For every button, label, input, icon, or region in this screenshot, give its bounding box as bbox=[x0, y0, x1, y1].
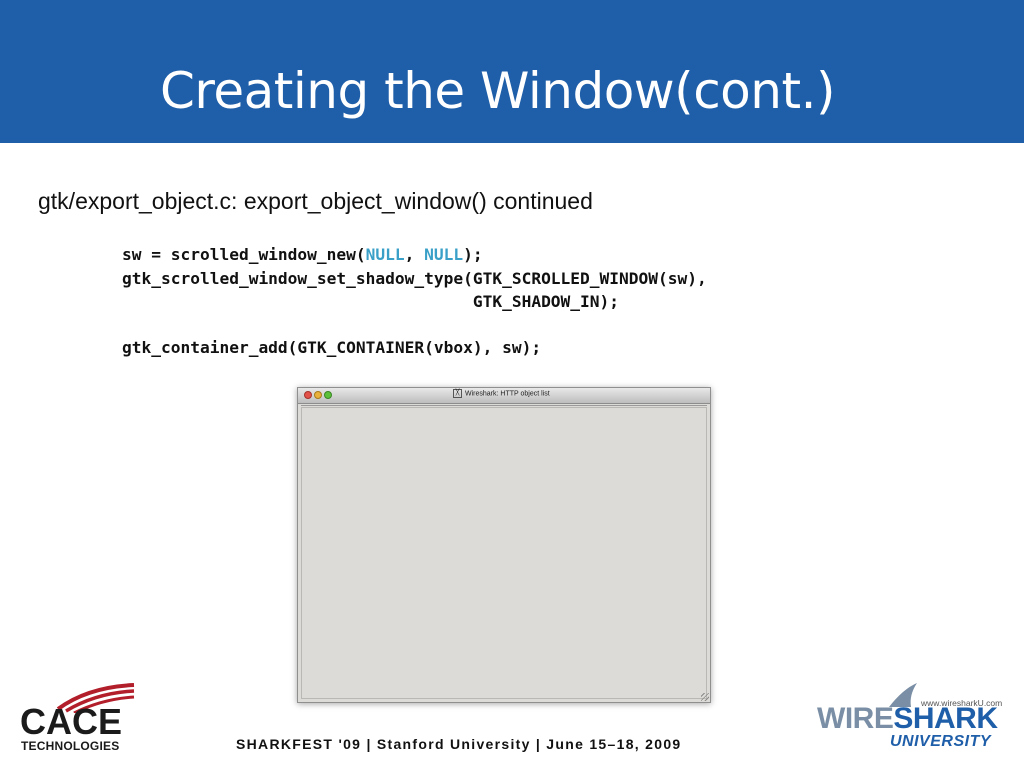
window-titlebar[interactable]: ╳Wireshark: HTTP object list bbox=[298, 388, 710, 404]
x11-icon: ╳ bbox=[453, 389, 462, 398]
slide-title: Creating the Window(cont.) bbox=[160, 62, 835, 120]
code-line-4: gtk_container_add(GTK_CONTAINER(vbox), s… bbox=[122, 337, 542, 357]
code-block: sw = scrolled_window_new(NULL, NULL); gt… bbox=[122, 243, 707, 359]
shark-fin-icon bbox=[889, 683, 917, 707]
close-button[interactable] bbox=[304, 391, 312, 399]
title-bar bbox=[0, 0, 1024, 143]
footer-text: SHARKFEST '09 | Stanford University | Ju… bbox=[236, 736, 682, 752]
cace-name: CACE bbox=[20, 701, 123, 742]
zoom-button[interactable] bbox=[324, 391, 332, 399]
wireshark-url: www.wiresharkU.com bbox=[921, 698, 1003, 708]
code-line-3: GTK_SHADOW_IN); bbox=[122, 292, 620, 311]
code-line-1: sw = scrolled_window_new(NULL, NULL); bbox=[122, 245, 483, 264]
window-title: ╳Wireshark: HTTP object list bbox=[453, 389, 550, 398]
slide-subtitle: gtk/export_object.c: export_object_windo… bbox=[38, 188, 593, 214]
cace-swoosh-icon bbox=[56, 683, 135, 713]
wireshark-university: UNIVERSITY bbox=[890, 733, 992, 750]
cace-logo: CACE TECHNOLOGIES bbox=[18, 683, 138, 755]
wireshark-name: WIRESHARK bbox=[817, 702, 998, 735]
wireshark-university-logo: www.wiresharkU.com WIRESHARK UNIVERSITY bbox=[815, 683, 1010, 755]
code-blank-line bbox=[122, 314, 707, 336]
minimize-button[interactable] bbox=[314, 391, 322, 399]
resize-grip-icon[interactable] bbox=[701, 693, 709, 701]
scrolled-window-area[interactable] bbox=[301, 407, 707, 699]
window-separator bbox=[301, 405, 707, 406]
cace-sub: TECHNOLOGIES bbox=[21, 739, 120, 753]
code-line-2: gtk_scrolled_window_set_shadow_type(GTK_… bbox=[122, 268, 707, 288]
http-object-list-window[interactable]: ╳Wireshark: HTTP object list bbox=[297, 387, 711, 703]
